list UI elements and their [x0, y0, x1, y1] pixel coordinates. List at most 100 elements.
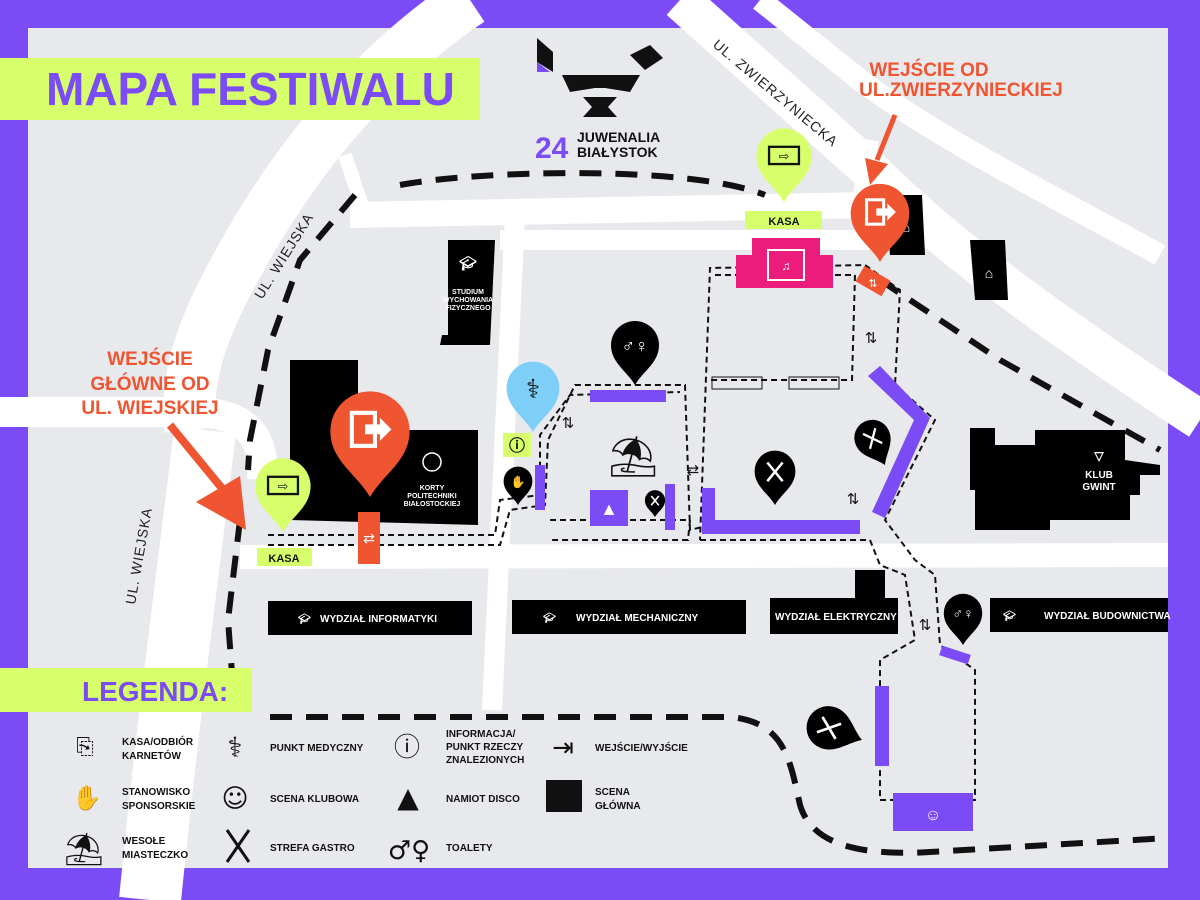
klub-label-1: KLUB [1085, 470, 1113, 481]
two-way-arrow-icon: ⇅ [562, 415, 575, 432]
arrow-head [196, 476, 246, 530]
legend-label: SCENA KLUBOWA [270, 794, 359, 805]
faculties: 🎓︎ WYDZIAŁ INFORMATYKI 🎓︎ WYDZIAŁ MECHAN… [268, 598, 1171, 635]
kasa-label-top: KASA [768, 216, 799, 228]
tennis-racket-icon [422, 452, 442, 472]
logo-line-2: BIAŁYSTOK [577, 144, 658, 160]
info-icon: ⓘ [509, 436, 525, 455]
legend-label: SPONSORSKIE [122, 801, 196, 812]
main-gate [358, 512, 380, 564]
festival-logo: 24 JUWENALIA BIAŁYSTOK [535, 38, 663, 165]
svg-text:⇨: ⇨ [278, 480, 289, 494]
legend-label: KASA/ODBIÓR [122, 735, 194, 748]
marker-sponsor[interactable]: ✋ [503, 466, 533, 505]
main-stage-icon [546, 780, 582, 812]
carousel-icon: ⛱ [64, 830, 105, 868]
studium-label-3: FIZYCZNEGO [445, 305, 491, 312]
exit-icon: ⇥ [552, 733, 574, 763]
logo-number: 24 [535, 132, 569, 165]
legend-label: INFORMACJA/ [446, 729, 516, 740]
marker-gastro-small[interactable] [644, 490, 666, 517]
studium-label-1: STUDIUM [452, 289, 484, 296]
two-way-arrow-icon: ⇄ [363, 530, 375, 546]
spotlight-icon: ▽ [1093, 449, 1104, 463]
house-icon: ⌂ [985, 265, 993, 281]
studium-label-2: WYCHOWANIA [443, 297, 493, 304]
two-way-arrow-icon: ⇄ [687, 462, 700, 479]
handshake-icon: ✋ [511, 475, 526, 489]
korty-label-2: POLITECHNIKI [407, 493, 456, 500]
building-house-2 [970, 240, 1008, 300]
medical-icon: ⚕ [227, 731, 242, 764]
music-note-icon: ♫ [782, 259, 791, 273]
medical-icon: ⚕ [526, 374, 540, 404]
legend-title: LEGENDA: [82, 676, 228, 707]
legend-label: GŁÓWNA [595, 799, 641, 812]
ticket-icon: ⎘ [76, 735, 94, 760]
secondary-gate [855, 265, 891, 297]
marker-toilets[interactable]: ♂♀ [611, 321, 659, 385]
cutlery-icon [766, 461, 784, 483]
dj-icon: ☺ [221, 784, 248, 814]
marker-gastro-2[interactable] [848, 413, 902, 473]
carousel-icon: ⛱ [608, 435, 659, 479]
arrow-secondary-entrance [874, 114, 898, 161]
graduation-cap-icon: 🎓︎ [298, 613, 311, 625]
klub-label-2: GWINT [1082, 482, 1115, 493]
marker-kasa-top[interactable]: ⇨ [756, 128, 812, 202]
dj-icon: ☺ [925, 807, 941, 824]
marker-gastro[interactable] [754, 450, 796, 505]
ticket-icon [266, 475, 300, 496]
road-horizontal [239, 543, 1169, 569]
arrow-main-entrance [166, 422, 229, 495]
marker-main-entrance[interactable] [330, 391, 410, 497]
marker-medical[interactable]: ⚕ [506, 361, 560, 432]
barriers [711, 376, 840, 390]
two-way-arrow-icon: ⇅ [847, 491, 860, 508]
main-stage-icon [767, 249, 805, 281]
legend-label: PUNKT MEDYCZNY [270, 743, 364, 754]
marker-toilets-2[interactable]: ♂♀ [943, 593, 983, 645]
marker-gastro-3[interactable] [800, 700, 870, 761]
toilet-icon: ♂♀ [622, 336, 649, 356]
exit-icon [365, 417, 392, 441]
two-way-arrow-icon: ⇅ [865, 330, 878, 347]
handshake-icon: ✋ [72, 784, 102, 812]
title-banner [0, 58, 480, 120]
korty-label-1: KORTY [420, 485, 445, 492]
main-entrance-label-2: GŁÓWNE OD [90, 373, 209, 395]
legend-label: STREFA GASTRO [270, 843, 355, 854]
two-way-arrow-icon: ⇅ [919, 617, 932, 634]
logo-line-1: JUWENALIA [577, 129, 660, 145]
arrow-head [865, 158, 888, 185]
legend-label: SCENA [595, 787, 630, 798]
legend-banner [0, 668, 252, 712]
main-stage [736, 238, 833, 288]
toilet-icon: ♂♀ [388, 836, 430, 866]
stands [535, 366, 973, 831]
kasa-label-top-bg [745, 211, 822, 229]
road-west [0, 397, 278, 482]
legend-label: KARNETÓW [122, 749, 181, 762]
two-way-arrow-icon: ⇅ [868, 278, 877, 290]
cutlery-icon [862, 427, 883, 450]
graduation-cap-icon: 🎓︎ [1003, 610, 1016, 622]
legend-label: MIASTECZKO [122, 850, 188, 861]
legend-label: WEJŚCIE/WYJŚCIE [595, 741, 688, 754]
info-point[interactable] [503, 433, 531, 457]
road-wiejska-lower [119, 426, 236, 900]
legend-label: WESOŁE [122, 836, 166, 847]
legend-label: ZNALEZIONYCH [446, 755, 524, 766]
graduation-cap-icon: 🎓︎ [543, 612, 556, 624]
legend-label: PUNKT RZECZY [446, 742, 524, 753]
korty-label-3: BIAŁOSTOCKIEJ [404, 501, 461, 508]
marker-kasa-left[interactable]: ⇨ [255, 458, 311, 532]
faculty-elektryczny: WYDZIAŁ ELEKTRYCZNY [775, 612, 897, 623]
club-stage [893, 793, 973, 831]
faculty-informatyka: WYDZIAŁ INFORMATYKI [320, 614, 437, 625]
secondary-entrance-label-2: UL.ZWIERZYNIECKIEJ [859, 80, 1063, 101]
kasa-label-left: KASA [268, 553, 299, 565]
main-entrance-label-1: WEJŚCIE [107, 348, 193, 370]
building-elektryczny-annex [855, 570, 885, 600]
marker-secondary-entrance[interactable] [850, 183, 910, 262]
